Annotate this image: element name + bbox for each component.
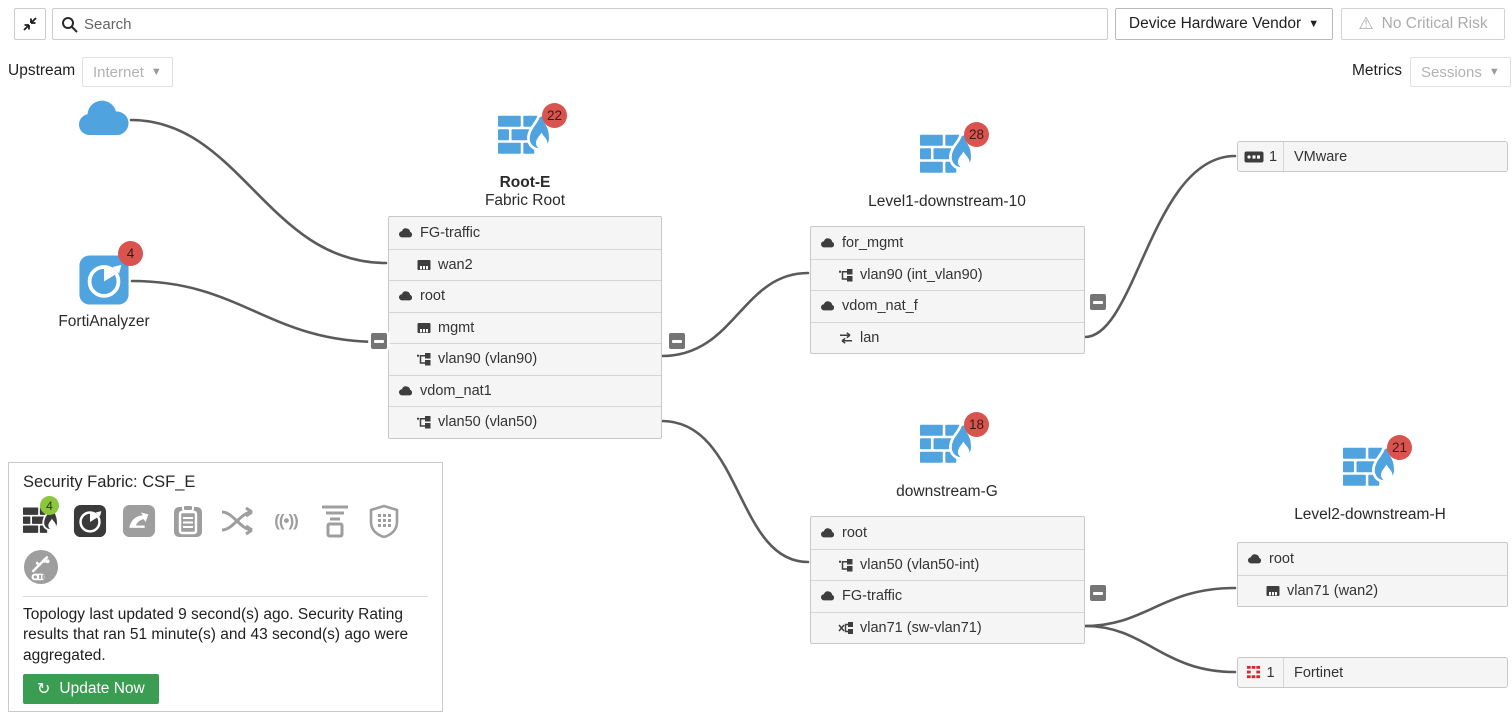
node-name: Root-E <box>499 174 551 191</box>
metrics-sessions-dropdown[interactable]: Sessions ▼ <box>1410 57 1511 87</box>
device-hardware-vendor-dropdown[interactable]: Device Hardware Vendor ▼ <box>1115 8 1333 40</box>
refresh-icon: ↻ <box>37 681 51 699</box>
fortisandbox-icon[interactable] <box>317 504 353 538</box>
cloud-icon <box>398 289 414 303</box>
cloud-icon <box>820 236 836 250</box>
interface-row[interactable]: mgmt <box>389 311 661 344</box>
server-icon <box>1244 150 1264 164</box>
vendor-name: Fortinet <box>1294 664 1344 681</box>
update-now-button[interactable]: ↻ Update Now <box>23 674 159 705</box>
fortiems-clipboard-icon[interactable] <box>170 504 206 538</box>
node-subtitle: Fabric Root <box>484 191 566 209</box>
node-name: downstream-G <box>896 483 998 500</box>
status-badge: 4 <box>40 496 59 515</box>
fortianalyzer-label: FortiAnalyzer <box>58 313 150 330</box>
switch-lan-icon <box>838 331 854 345</box>
switch-vlan-icon <box>838 621 854 635</box>
root-e-node[interactable]: 22 Root-E Fabric Root <box>425 103 625 210</box>
fortiap-icon[interactable]: ((•)) <box>274 511 299 530</box>
vdom-row[interactable]: root <box>389 280 661 312</box>
alert-badge: 28 <box>964 122 989 147</box>
vdom-row[interactable]: vdom_nat_f <box>811 290 1084 322</box>
alert-badge: 4 <box>118 241 143 266</box>
interface-row[interactable]: vlan90 (vlan90) <box>389 343 661 375</box>
fortimanager-icon[interactable] <box>121 504 157 538</box>
ethernet-port-icon <box>416 258 432 272</box>
chevron-down-icon: ▼ <box>1308 17 1320 30</box>
alert-badge: 22 <box>542 103 567 128</box>
node-name: Level2-downstream-H <box>1294 506 1446 523</box>
cloud-icon <box>1247 552 1263 566</box>
search-icon <box>62 16 78 33</box>
chevron-down-icon: ▼ <box>1488 65 1500 78</box>
alert-badge: 21 <box>1387 435 1412 460</box>
vlan-icon <box>416 415 432 429</box>
ethernet-port-icon <box>1265 584 1281 598</box>
vdom-row[interactable]: vdom_nat1 <box>389 374 661 407</box>
level2-downstream-h-node[interactable]: 21 Level2-downstream-H <box>1270 435 1470 524</box>
alert-badge: 18 <box>964 412 989 437</box>
search-input[interactable] <box>84 15 1099 33</box>
vlan-icon <box>416 352 432 366</box>
security-fabric-panel: Security Fabric: CSF_E 4 <box>8 462 443 712</box>
fortianalyzer-icon[interactable] <box>72 504 108 538</box>
vlan-icon <box>838 558 854 572</box>
divider <box>23 596 428 597</box>
collapse-link-button[interactable] <box>667 331 687 351</box>
topology-status-text: Topology last updated 9 second(s) ago. S… <box>23 606 409 664</box>
level2-interface-table: root vlan71 (wan2) <box>1237 542 1508 607</box>
cloud-icon <box>398 384 414 398</box>
fortianalyzer-node[interactable]: 4 FortiAnalyzer <box>40 240 168 331</box>
search-bar[interactable] <box>52 8 1108 40</box>
ethernet-port-icon <box>416 321 432 335</box>
root-e-interface-table: FG-traffic wan2 root mgmt vlan90 (vlan90… <box>388 216 662 439</box>
interface-row[interactable]: vlan50 (vlan50) <box>389 406 661 438</box>
vdom-row[interactable]: FG-traffic <box>389 217 661 249</box>
upstream-internet-dropdown[interactable]: Internet ▼ <box>82 57 173 87</box>
cloud-icon <box>398 226 414 240</box>
cloud-icon <box>820 526 836 540</box>
interface-row[interactable]: vlan90 (int_vlan90) <box>811 258 1084 291</box>
fortiextender-icon[interactable] <box>23 549 59 585</box>
downstream-g-interface-table: root vlan50 (vlan50-int) FG-traffic vlan… <box>810 516 1085 644</box>
warning-triangle-icon: ⚠ <box>1358 14 1374 33</box>
interface-row[interactable]: vlan71 (wan2) <box>1238 574 1507 607</box>
forticlient-shield-icon[interactable] <box>366 504 402 538</box>
collapse-arrows-icon <box>23 17 37 31</box>
vdom-row[interactable]: root <box>1238 543 1507 575</box>
upstream-label: Upstream <box>8 62 76 79</box>
vmware-device-group[interactable]: 1 VMware <box>1237 141 1508 172</box>
vlan-icon <box>838 268 854 282</box>
vdom-row[interactable]: for_mgmt <box>811 227 1084 259</box>
metrics-label: Metrics <box>1352 62 1402 79</box>
interface-row[interactable]: vlan50 (vlan50-int) <box>811 548 1084 581</box>
fortinet-device-group[interactable]: 1 Fortinet <box>1237 657 1508 688</box>
vdom-row[interactable]: FG-traffic <box>811 580 1084 612</box>
collapse-link-button[interactable] <box>1088 583 1108 603</box>
cloud-icon <box>820 299 836 313</box>
device-count: 1 <box>1268 148 1278 165</box>
collapse-panel-button[interactable] <box>14 8 46 40</box>
collapse-link-button[interactable] <box>1088 292 1108 312</box>
chevron-down-icon: ▼ <box>150 65 162 78</box>
interface-row[interactable]: vlan71 (sw-vlan71) <box>811 611 1084 644</box>
critical-risk-button[interactable]: ⚠ No Critical Risk <box>1341 8 1505 40</box>
device-count: 1 <box>1266 664 1275 681</box>
vdom-row[interactable]: root <box>811 517 1084 549</box>
node-name: Level1-downstream-10 <box>868 193 1026 210</box>
internet-cloud-icon[interactable] <box>75 97 133 139</box>
fabric-panel-title: Security Fabric: CSF_E <box>23 473 196 491</box>
vendor-name: VMware <box>1294 148 1348 165</box>
fortinet-logo-icon <box>1246 665 1261 680</box>
fortiswitch-icon[interactable] <box>219 504 255 538</box>
level1-interface-table: for_mgmt vlan90 (int_vlan90) vdom_nat_f … <box>810 226 1085 354</box>
level1-downstream-10-node[interactable]: 28 Level1-downstream-10 <box>822 122 1072 211</box>
downstream-g-node[interactable]: 18 downstream-G <box>822 412 1072 501</box>
collapse-link-button[interactable] <box>369 331 389 351</box>
interface-row[interactable]: wan2 <box>389 248 661 281</box>
cloud-icon <box>820 589 836 603</box>
interface-row[interactable]: lan <box>811 321 1084 354</box>
fortigate-icon[interactable]: 4 <box>23 496 59 538</box>
